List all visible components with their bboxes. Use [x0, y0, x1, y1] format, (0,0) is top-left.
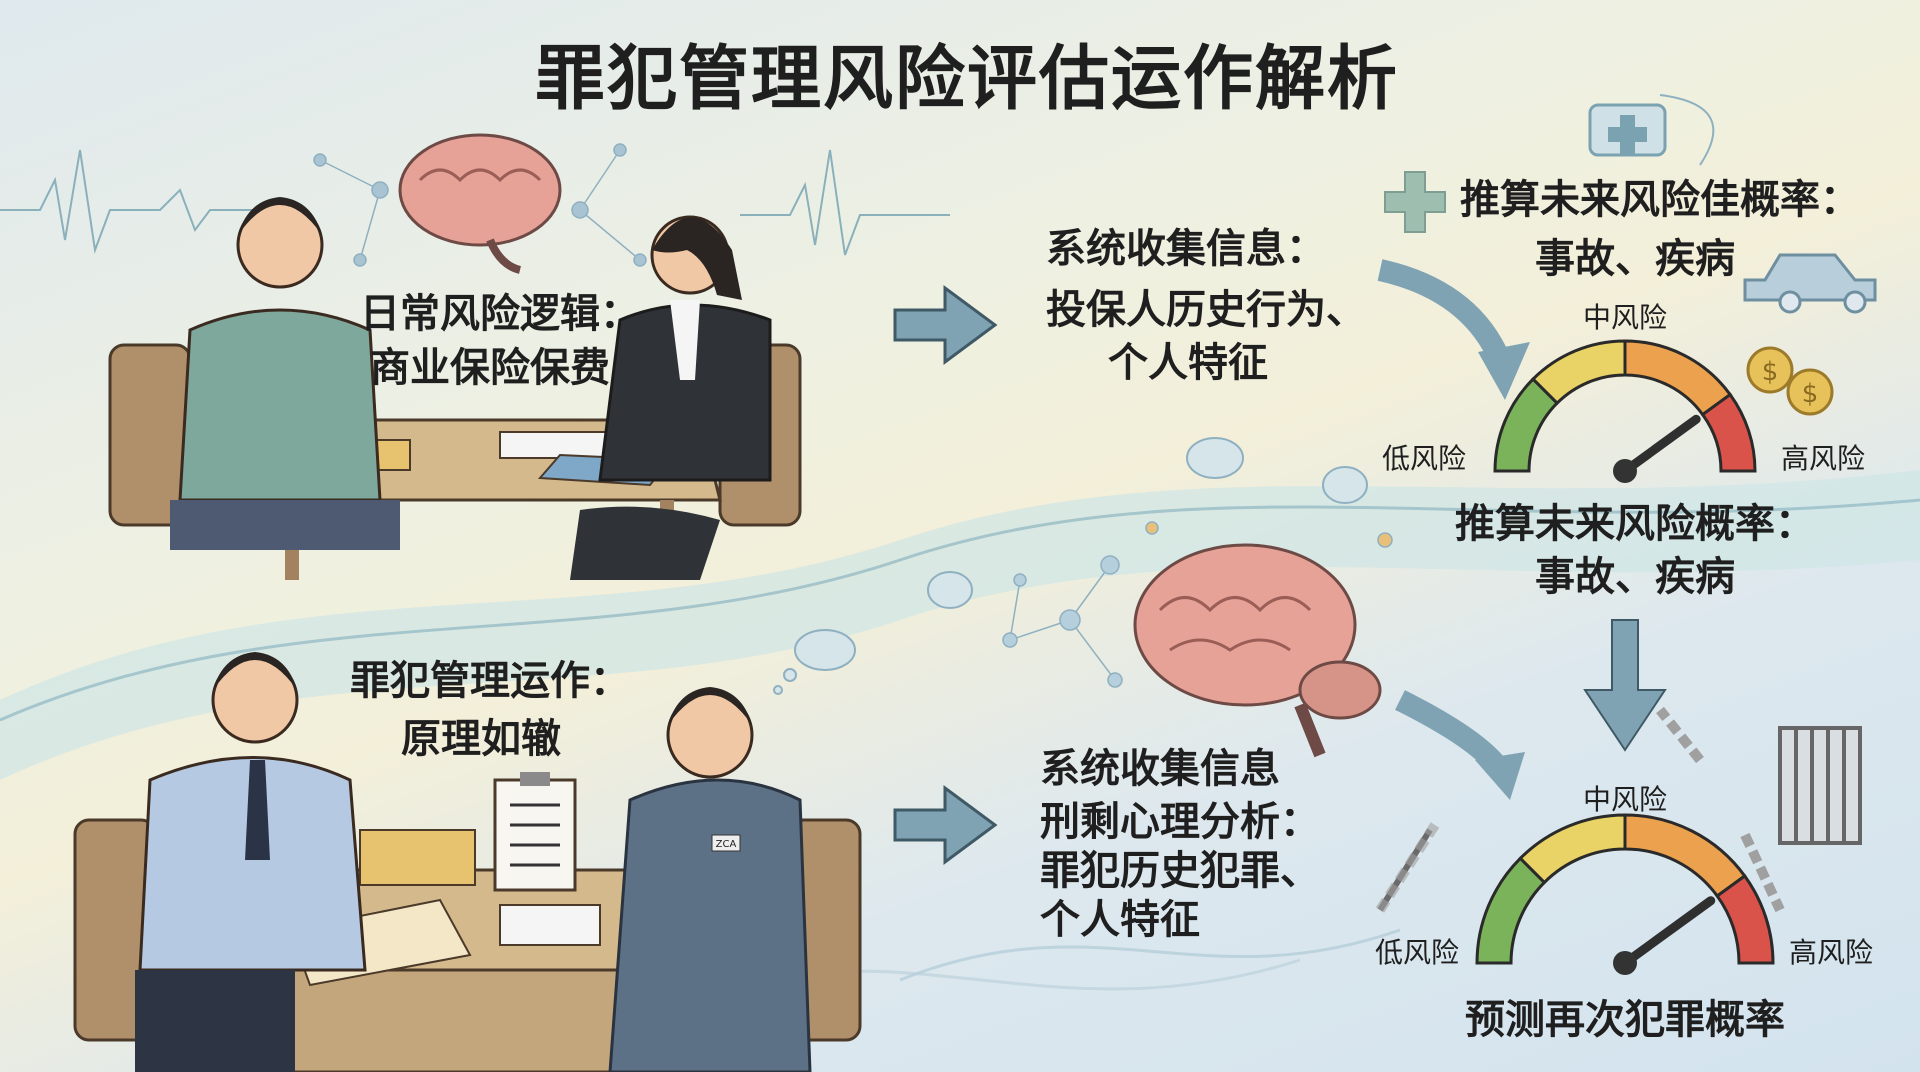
jail-cell-icon	[1778, 726, 1862, 845]
chain-icon-right	[1656, 706, 1785, 913]
insurance-top-note-line2: 事故、疾病	[1535, 236, 1735, 282]
arrow-curved-top	[1377, 259, 1511, 365]
thought-bubbles	[773, 437, 1368, 695]
gauge-segment-3	[1700, 392, 1757, 473]
gauge-needle	[1620, 896, 1716, 968]
prison-caption-line1: 罪犯管理运作：	[350, 658, 630, 704]
prison-process-line4: 个人特征	[1040, 897, 1200, 943]
prison-meeting-illustration: ZCA	[73, 652, 862, 1072]
prison-process-line3: 罪犯历史犯罪、	[1040, 848, 1320, 894]
prison-caption-line2: 原理如辙	[401, 716, 561, 762]
brain-icon-middle	[1133, 543, 1382, 758]
prison-risk-gauge	[1475, 813, 1775, 975]
insurance-top-note-line1: 推算未来风险佳概率：	[1460, 177, 1860, 223]
arrow-right-bottom	[893, 785, 998, 865]
arrow-down	[1583, 619, 1667, 752]
gauge-segment-2	[1623, 813, 1747, 899]
arrow-right-top	[893, 285, 998, 365]
car-icon	[1743, 253, 1877, 314]
prison-process-line2: 刑剩心理分析：	[1040, 799, 1320, 845]
wave-band	[0, 470, 1920, 780]
insurance-process-line2: 投保人历史行为、	[1046, 287, 1366, 333]
coins-icon: $$	[1746, 346, 1834, 416]
gauge1-high-label: 高风险	[1780, 442, 1866, 475]
gauge-segment-3	[1715, 873, 1775, 965]
gauge2-high-label: 高风险	[1788, 936, 1874, 969]
insurance-caption-line1: 日常风险逻辑：	[360, 291, 640, 337]
gauge-hub	[1613, 459, 1637, 483]
first-aid-kit-icon	[1588, 103, 1667, 157]
gauge2-mid-label: 中风险	[1582, 783, 1668, 816]
gauge1-low-label: 低风险	[1381, 442, 1467, 475]
svg-text:$: $	[1802, 379, 1819, 409]
svg-text:$: $	[1762, 357, 1779, 387]
gauge-segment-1	[1530, 339, 1627, 406]
inmate-badge: ZCA	[716, 839, 737, 850]
insurance-process-line1: 系统收集信息：	[1046, 226, 1326, 272]
heartbeat-line-left	[0, 149, 280, 254]
chain-icon-left	[1375, 822, 1440, 913]
insurance-result-line2: 事故、疾病	[1535, 554, 1735, 600]
insurance-meeting-illustration	[108, 197, 802, 580]
brain-icon-top	[398, 133, 562, 274]
insurance-result-line1: 推算未来风险概率：	[1455, 501, 1815, 547]
page-title: 罪犯管理风险评估运作解析	[535, 37, 1399, 120]
cross-icon	[1384, 171, 1446, 233]
network-icon-middle	[1002, 521, 1393, 688]
insurance-process-line3: 个人特征	[1108, 340, 1268, 386]
gauge2-low-label: 低风险	[1374, 936, 1460, 969]
insurance-risk-gauge	[1493, 339, 1757, 483]
network-icon	[313, 143, 647, 267]
heartbeat-line-right	[740, 149, 950, 256]
gauge-hub	[1613, 951, 1637, 975]
gauge-segment-2	[1623, 339, 1733, 417]
clipboard-checklist-icon	[493, 772, 577, 892]
prison-process-line1: 系统收集信息	[1040, 746, 1280, 792]
insurance-caption-line2: 商业保险保费	[370, 345, 610, 391]
gauge-segment-1	[1518, 813, 1627, 885]
gauge-needle	[1620, 414, 1701, 476]
prison-gauge-caption: 预测再次犯罪概率	[1465, 997, 1785, 1043]
gauge1-mid-label: 中风险	[1582, 301, 1668, 334]
